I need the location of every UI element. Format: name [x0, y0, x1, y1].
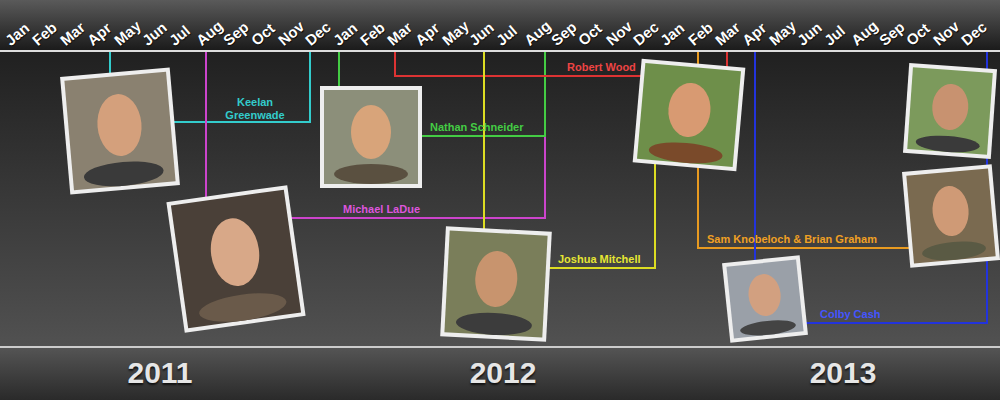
photo-ground	[324, 90, 418, 184]
person-name: Robert Wood	[567, 61, 636, 74]
photo-face	[474, 250, 519, 308]
portrait	[633, 59, 746, 172]
photo-frame	[633, 59, 746, 172]
photo-frame	[903, 63, 997, 159]
person-name: Joshua Mitchell	[558, 253, 641, 266]
photo-face	[351, 105, 391, 159]
photo-frame	[166, 185, 305, 333]
year-label: 2013	[783, 356, 903, 390]
photo-face	[930, 185, 970, 238]
person-name: Keelan Greenwade	[210, 96, 300, 122]
person-name: Sam Knobeloch & Brian Graham	[707, 233, 877, 246]
portrait	[903, 63, 997, 159]
photo-shoulders	[915, 134, 980, 154]
photo-frame	[60, 67, 180, 194]
person-name: Colby Cash	[820, 308, 881, 321]
photo-shoulders	[334, 164, 408, 184]
photo-ground	[64, 72, 175, 190]
portrait	[722, 255, 808, 343]
photo-frame	[320, 86, 422, 188]
photo-shoulders	[455, 311, 532, 337]
photo-frame	[722, 255, 808, 343]
photo-shoulders	[197, 289, 288, 327]
photo-frame	[440, 226, 552, 341]
person-name: Michael LaDue	[343, 203, 420, 216]
photo-shoulders	[921, 239, 986, 263]
portrait	[166, 185, 305, 333]
photo-face	[746, 272, 782, 317]
portrait	[320, 86, 422, 188]
photo-shoulders	[83, 158, 165, 189]
photo-ground	[171, 190, 301, 329]
photo-ground	[726, 260, 803, 339]
photo-frame	[902, 164, 1000, 267]
photo-face	[666, 81, 713, 138]
portrait	[440, 226, 552, 341]
photo-ground	[637, 63, 741, 167]
photo-face	[207, 215, 264, 289]
photo-face	[931, 83, 970, 131]
photo-ground	[906, 169, 995, 264]
year-label: 2012	[443, 356, 563, 390]
photo-face	[95, 92, 144, 158]
year-label: 2011	[100, 356, 220, 390]
photo-ground	[907, 67, 993, 154]
year-bar	[0, 347, 1000, 400]
photo-shoulders	[739, 318, 796, 338]
portrait	[60, 67, 180, 194]
portrait	[902, 164, 1000, 267]
month-bar	[0, 0, 1000, 51]
year-bar-rule	[0, 346, 1000, 348]
person-name: Nathan Schneider	[430, 121, 524, 134]
month-bar-rule	[0, 50, 1000, 52]
photo-ground	[444, 231, 547, 338]
photo-shoulders	[648, 140, 723, 166]
